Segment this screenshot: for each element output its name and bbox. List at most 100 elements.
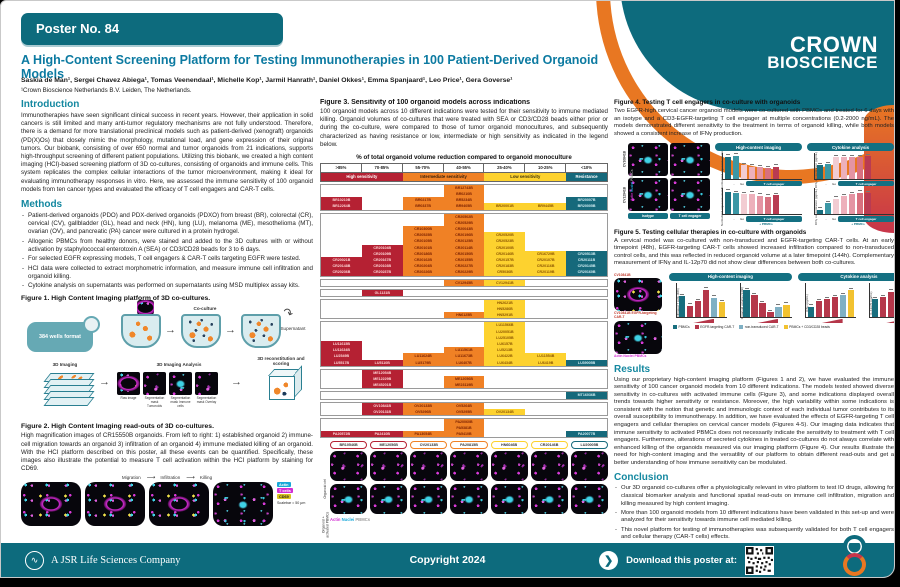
affiliation-line: ¹Crown Bioscience Netherlands B.V. Leide… <box>21 87 192 94</box>
bar <box>710 297 718 317</box>
bar <box>732 155 740 180</box>
model-cell: LU11561B <box>443 347 485 354</box>
empty-cell <box>321 280 362 286</box>
empty-cell <box>321 409 362 415</box>
x-band-tce: T cell engager <box>838 216 894 222</box>
model-cell: LU6407B <box>443 359 485 366</box>
cv-model-label: CV10841B <box>614 272 631 277</box>
model-cell: BR9445B <box>525 203 567 210</box>
legend-entry: EGFR-targeting CAR-T <box>694 325 734 330</box>
qr-code <box>745 545 774 575</box>
empty-cell <box>362 280 403 286</box>
col-header: 40-55% <box>444 163 485 172</box>
figure4-body: Two EGFR-high cervical cancer organoid m… <box>614 108 894 137</box>
model-cell: CR20196B <box>443 232 485 239</box>
bar <box>748 166 756 180</box>
organoid-well-image <box>370 451 408 482</box>
empty-cell <box>566 290 607 296</box>
bar <box>824 203 832 215</box>
empty-cell <box>566 312 607 318</box>
mask-immune-thumb <box>169 372 192 396</box>
conclusion-heading: Conclusion <box>614 472 669 484</box>
bar <box>840 196 848 215</box>
figure5-cytokine-group: Cytokine analysis IFNγ (pg/mL) IL-12p70 … <box>797 272 894 324</box>
figure5-charts: High-content imaging Infiltrated T cells… <box>669 272 894 360</box>
mask-overlay-thumb <box>195 372 218 396</box>
flow-label-infiltration: Infiltration <box>160 475 181 481</box>
bar <box>764 167 772 180</box>
analysis-sublabel: Segmentation mask Overlay <box>196 396 217 405</box>
model-cell: CR20502B <box>443 213 485 220</box>
model-cell: LU25105B <box>484 334 526 342</box>
model-cell: BR5234B <box>443 197 485 204</box>
arrow-right-icon: → <box>99 376 110 389</box>
x-tick: Iso <box>831 216 837 221</box>
figure4-images: Actin Nuclei PBMCs CV10841B CV12941B Iso… <box>614 143 710 225</box>
bar <box>756 167 764 180</box>
model-cell: LU11634B <box>321 347 362 354</box>
hci-header: High-content imaging <box>669 272 792 281</box>
heatmap-column-headers: >85% 70-85% 55-70% 40-55% 25-40% 10-25% … <box>320 162 608 172</box>
model-cell: PA20572B <box>321 431 362 438</box>
empty-cell <box>403 392 444 398</box>
legend-swatch <box>694 325 699 330</box>
model-cell: BR0210B <box>443 191 485 198</box>
legend-tcells: T cells <box>277 488 293 494</box>
bar <box>817 165 824 180</box>
model-cell: BR20007B <box>566 197 607 204</box>
figure5-stain-legend: Actin Nuclei PBMCs <box>614 353 647 358</box>
model-cell: ME12229B <box>361 375 403 383</box>
model-cell: BR0217B <box>402 197 444 204</box>
jsr-branding: ∿ A JSR Life Sciences Company <box>25 550 181 570</box>
heatmap-legend: High sensitivity Intermediate sensitivit… <box>320 171 608 182</box>
model-cell: LU6422B <box>484 353 526 360</box>
bar <box>718 302 726 317</box>
col-header: 10-25% <box>525 163 567 172</box>
download-label: Download this poster at: <box>626 554 737 566</box>
bar <box>756 195 764 215</box>
stain-actin: Actin <box>330 517 341 523</box>
col-header: 55-70% <box>403 163 444 172</box>
arrow-right-icon: → <box>231 376 242 389</box>
empty-cell <box>403 382 444 388</box>
well-organoids <box>121 314 161 349</box>
heatmap-row: CR20529B <box>321 219 607 227</box>
flow-label-killing: Killing <box>199 475 213 481</box>
strip-row-organoid-ctrl <box>330 451 608 482</box>
model-cell: LU6419B <box>525 359 567 366</box>
bar <box>732 193 740 215</box>
model-cell: CR20525B <box>402 232 444 239</box>
model-cell: ME45201B <box>361 382 403 389</box>
figure2-body: High magnification images of CR15550B or… <box>21 432 313 473</box>
arrow-right-icon: ⟶ <box>146 475 156 482</box>
coculture-label: Co-culture <box>193 306 217 312</box>
authors-line: Saskia de Man¹, Sergei Chavez Abiega¹, T… <box>21 77 513 84</box>
strip-model-label: PA20815B <box>450 441 488 450</box>
organoid-well-image <box>410 484 448 515</box>
empty-cell <box>484 392 525 398</box>
bar-chart <box>814 153 894 181</box>
row-label-organoid-pbmcs: Organoid + activated PBMCs <box>321 512 329 539</box>
legend-swatch <box>739 325 744 330</box>
strip-model-label: HN6046B <box>490 441 528 450</box>
strip-model-label: OV20133B <box>410 441 448 450</box>
cv-image <box>670 178 710 212</box>
organoid-image-2 <box>85 482 145 527</box>
stain-pbmcs: PBMCs <box>630 169 634 182</box>
footer-bar: ∿ A JSR Life Sciences Company Copyright … <box>1 535 894 577</box>
heatmap-block-MT: MT16036B <box>320 391 608 400</box>
right-column: Figure 4. Testing T cell engagers in co-… <box>614 99 894 545</box>
figure1-caption: Figure 1. High Content Imaging platform … <box>21 295 211 303</box>
model-cell: CR20167B <box>361 256 403 264</box>
mask-tumoroids-thumb <box>143 372 166 396</box>
bar <box>743 290 750 317</box>
figure4-caption: Figure 4. Testing T cell engagers in co-… <box>614 99 801 106</box>
bar <box>686 305 694 317</box>
figure2-images: Actin T cells CD69 Scalebar = 50 μm <box>21 482 313 527</box>
